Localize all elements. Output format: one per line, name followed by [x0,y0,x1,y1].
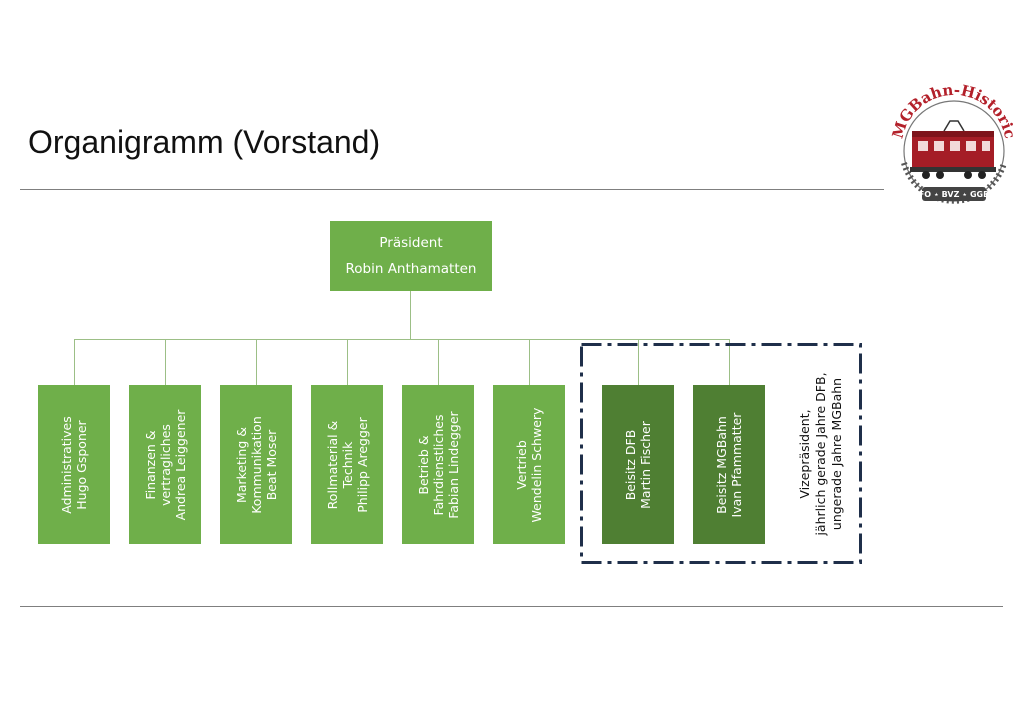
page-title: Organigramm (Vorstand) [28,124,381,160]
member-box-finanzen: Finanzen & vertragliches Andrea Leiggene… [129,385,201,544]
member-line: Wendelin Schwery [529,407,544,522]
connector-drop [165,339,166,385]
note-line: Vizepräsident, [797,408,812,499]
connector-drop [529,339,530,385]
president-box: Präsident Robin Anthamatten [330,221,492,291]
member-line: Beisitz MGBahn [714,415,729,514]
connector-drop [347,339,348,385]
member-line: vertragliches [157,423,173,506]
member-box-beisitz-dfb: Beisitz DFB Martin Fischer [602,385,674,544]
president-name: Robin Anthamatten [345,261,477,277]
vice-president-note: Vizepräsident, jährlich gerade Jahre DFB… [778,343,864,564]
top-divider [20,189,884,190]
bottom-divider [20,606,1003,607]
member-line: Beisitz DFB [623,429,638,500]
member-line: Technik [339,441,355,488]
member-line: Betrieb & [415,434,431,495]
member-line: Rollmaterial & [324,420,340,509]
connector-drop [638,339,639,385]
member-box-rollmaterial: Rollmaterial & Technik Philipp Aregger [311,385,383,544]
member-box-marketing: Marketing & Kommunikation Beat Moser [220,385,292,544]
member-line: Philipp Aregger [354,416,370,513]
vice-president-group-frame [580,343,862,564]
locomotive-icon [910,120,996,179]
member-box-administratives: Administratives Hugo Gsponer [38,385,110,544]
member-line: Hugo Gsponer [74,419,89,510]
note-line: ungerade Jahre MGBahn [829,377,844,530]
member-line: Marketing & [233,426,249,503]
member-box-betrieb: Betrieb & Fahrdienstliches Fabian Lindeg… [402,385,474,544]
mgbahn-historic-logo: MGBahn-Historic FO ⋆ BVZ ⋆ GGB [889,83,1019,209]
member-line: Vertrieb [514,439,529,490]
note-line: jährlich gerade Jahre DFB, [813,371,828,536]
member-line: Fahrdienstliches [430,414,446,515]
member-line: Ivan Pfammatter [729,412,744,517]
connector-trunk [410,291,411,339]
logo-bottom-text: FO ⋆ BVZ ⋆ GGB [919,190,989,199]
connector-bus [74,339,730,340]
president-role: Präsident [379,235,443,251]
connector-drop [74,339,75,385]
member-line: Andrea Leiggener [172,409,188,520]
connector-drop [438,339,439,385]
member-line: Finanzen & [142,429,158,500]
connector-drop [729,339,730,385]
member-box-vertrieb: Vertrieb Wendelin Schwery [493,385,565,544]
member-line: Administratives [59,415,74,514]
member-line: Fabian Lindegger [445,410,461,519]
member-line: Kommunikation [248,415,264,514]
member-line: Martin Fischer [638,420,653,509]
member-box-beisitz-mgbahn: Beisitz MGBahn Ivan Pfammatter [693,385,765,544]
connector-drop [256,339,257,385]
member-line: Beat Moser [263,429,279,500]
